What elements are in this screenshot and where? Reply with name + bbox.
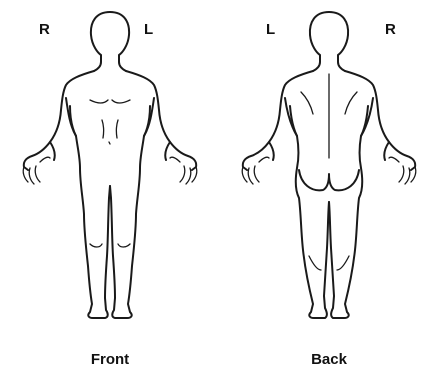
back-calves [309, 256, 349, 270]
back-right-outline [329, 71, 415, 318]
back-body-figure [229, 8, 425, 328]
front-view-label: Front [70, 352, 150, 367]
front-left-torso-outline [24, 71, 110, 318]
back-head [310, 12, 348, 71]
front-knees [90, 244, 130, 247]
front-right-torso-outline [110, 71, 196, 318]
back-shoulder-blades [301, 74, 357, 158]
back-left-outline [243, 71, 329, 318]
front-right-inner-arm [144, 106, 170, 160]
back-right-inner-arm [361, 106, 389, 160]
front-body-figure [10, 8, 210, 328]
front-head [91, 12, 129, 71]
front-navel [109, 142, 110, 144]
front-chest-lines [90, 100, 130, 138]
back-view-label: Back [289, 352, 369, 367]
back-left-inner-arm [269, 106, 297, 160]
front-left-inner-arm [50, 106, 76, 160]
back-buttocks [299, 170, 359, 190]
